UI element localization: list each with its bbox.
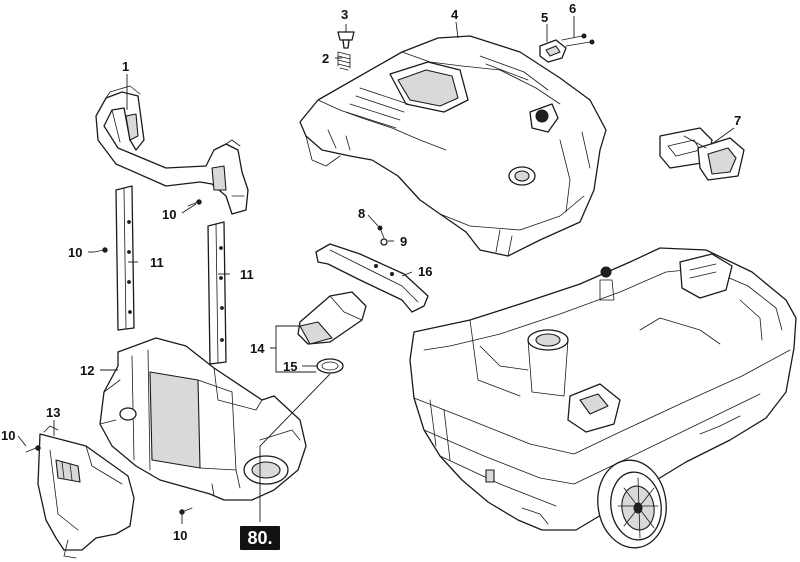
part-13-side-plate (37, 425, 135, 559)
callout-6: 6 (569, 1, 576, 16)
callout-10-d: 10 (173, 528, 187, 543)
part-2-spring (337, 51, 351, 71)
callout-11-a: 11 (150, 255, 164, 270)
part-16-support-bar (315, 243, 429, 313)
page-number-badge: 80. (240, 526, 280, 550)
callout-8: 8 (358, 206, 365, 221)
callout-3: 3 (341, 7, 348, 22)
callout-11-b: 11 (240, 267, 254, 282)
callout-13: 13 (46, 405, 60, 420)
part-7-switch-assembly (659, 127, 745, 181)
callout-4: 4 (451, 7, 459, 22)
callout-10-b: 10 (68, 245, 82, 260)
callout-9: 9 (400, 234, 407, 249)
callouts: 1 2 3 4 5 6 7 8 9 10 10 10 10 11 11 12 1… (1, 1, 741, 543)
callout-14: 14 (250, 341, 265, 356)
part-11-tube-left (115, 185, 135, 331)
part-15-seal-ring (316, 358, 344, 374)
callout-5: 5 (541, 10, 548, 25)
part-10-screw-b (93, 247, 108, 253)
wheel (597, 459, 667, 549)
main-base-housing (409, 247, 797, 531)
callout-12: 12 (80, 363, 94, 378)
part-3-knob (337, 31, 355, 49)
part-9-washer (380, 238, 388, 246)
part-11-tube-right (207, 221, 227, 365)
part-1-handle (95, 85, 249, 215)
callout-7: 7 (734, 113, 741, 128)
callout-15: 15 (283, 359, 297, 374)
part-5-clip (539, 39, 567, 63)
part-4-top-cover (299, 35, 607, 257)
part-10-screw-a (187, 199, 202, 207)
part-12-rear-housing (99, 337, 307, 501)
part-10-screw-d (179, 507, 193, 515)
leader-lines (17, 16, 735, 524)
part-14-lid (297, 291, 367, 345)
callout-16: 16 (418, 264, 432, 279)
part-10-screw-c (25, 445, 41, 453)
callout-10-c: 10 (1, 428, 15, 443)
callout-2: 2 (322, 51, 329, 66)
part-8-screw (377, 225, 385, 239)
callout-10-a: 10 (162, 207, 176, 222)
callout-1: 1 (122, 59, 129, 74)
part-6-pins (561, 33, 595, 47)
